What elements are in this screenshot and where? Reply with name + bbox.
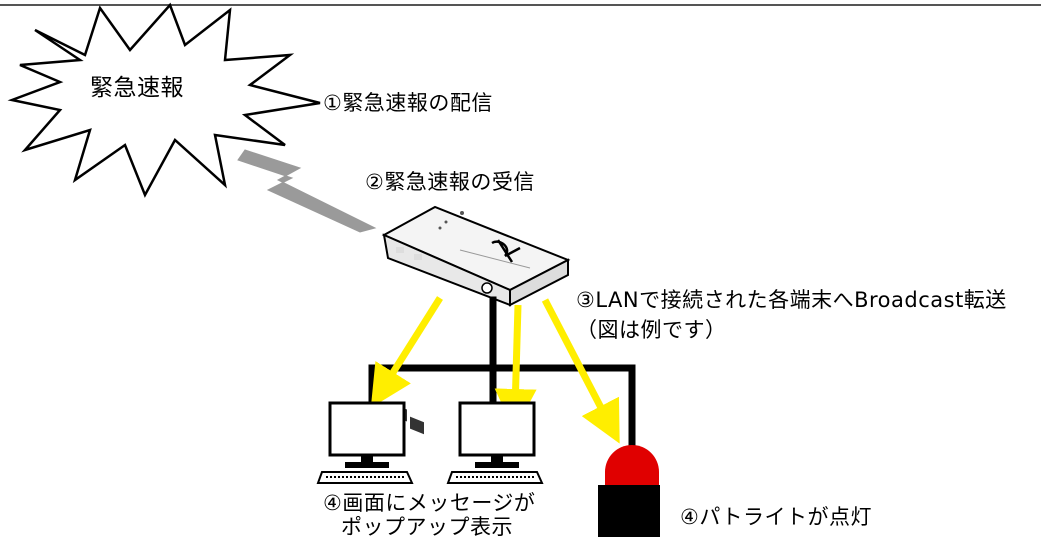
broadcast-arrows — [370, 296, 620, 444]
step4-pc-label-line1: ④画面にメッセージが — [323, 491, 536, 515]
step2-label: ②緊急速報の受信 — [365, 170, 535, 194]
arrow-to-lamp — [541, 298, 620, 444]
burst-label: 緊急速報 — [90, 75, 184, 101]
desktop-computer-icon — [446, 401, 544, 484]
step4-pc-label-line2: ポップアップ表示 — [341, 515, 513, 539]
step3-label-line2: （図は例です） — [576, 318, 727, 342]
step4-lamp-label: ④パトライトが点灯 — [680, 505, 872, 529]
warning-lamp-icon — [598, 445, 660, 537]
arrow-to-pc-left — [370, 296, 443, 408]
step1-label: ①緊急速報の配信 — [323, 91, 493, 115]
desktop-computer-icon — [316, 401, 414, 484]
burst-icon — [7, 2, 321, 198]
top-rule — [0, 4, 1041, 6]
router-device-icon — [381, 205, 571, 435]
arrow-to-pc-right — [494, 304, 537, 431]
step3-label-line1: ③LANで接続された各端末へBroadcast転送 — [576, 288, 1007, 312]
lightning-signal-icon — [237, 149, 377, 233]
